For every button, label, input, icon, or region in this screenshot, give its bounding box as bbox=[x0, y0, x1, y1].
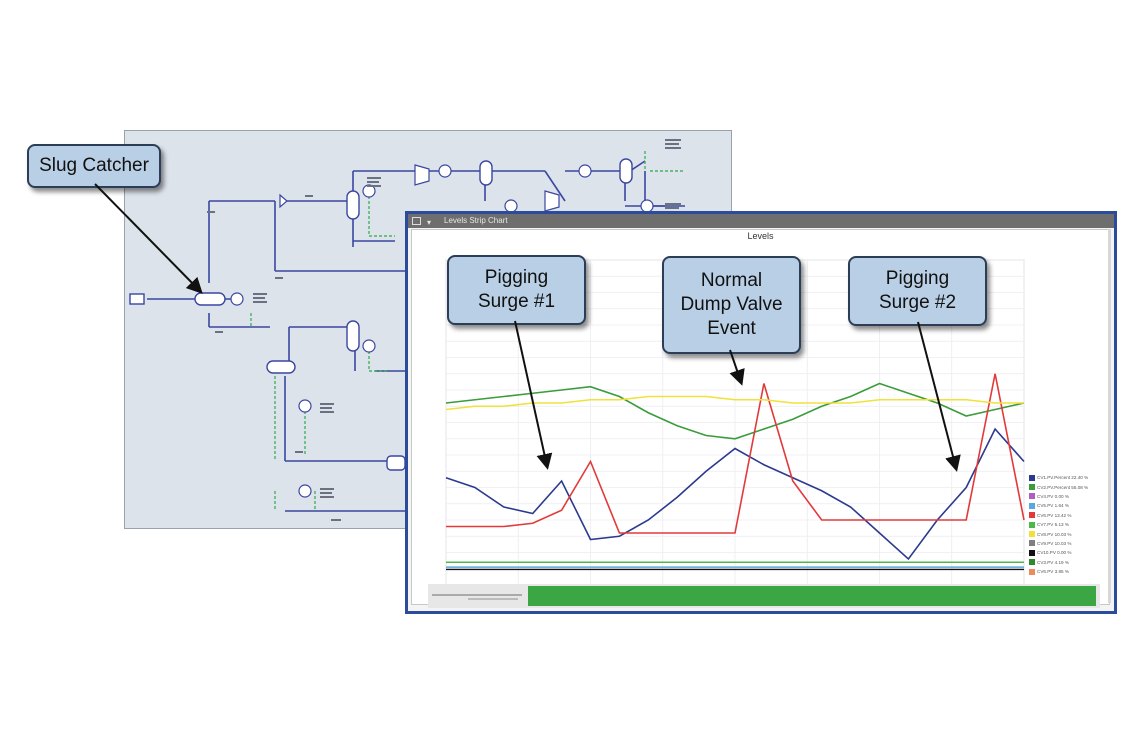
legend-swatch bbox=[1029, 512, 1035, 519]
legend-label: CV6.PV 3.85 % bbox=[1037, 569, 1069, 575]
legend-entry: CV4.PV 0.00 % bbox=[1029, 492, 1109, 501]
legend-label: CV8.PV 10.03 % bbox=[1037, 531, 1072, 537]
window-title: Levels Strip Chart bbox=[444, 216, 508, 225]
legend-label: CV10.PV 0.00 % bbox=[1037, 550, 1072, 556]
vertical-scrollbar[interactable] bbox=[1108, 229, 1111, 603]
window-titlebar[interactable]: ▾ Levels Strip Chart bbox=[408, 214, 1114, 228]
legend-entry: CV2.PV.Percent 55.08 % bbox=[1029, 482, 1109, 491]
legend-label: CV3.PV 4.19 % bbox=[1037, 559, 1069, 565]
legend-entry: CV6.PV 13.42 % bbox=[1029, 511, 1109, 520]
normal-dump-valve-callout: Normal Dump Valve Event bbox=[662, 256, 801, 354]
legend-entry: CV1.PV.Percent 22.40 % bbox=[1029, 473, 1109, 482]
chart-title: Levels bbox=[747, 231, 774, 241]
legend-label: CV5.PV 1.64 % bbox=[1037, 503, 1069, 509]
legend-entry: CV7.PV 5.13 % bbox=[1029, 520, 1109, 529]
pigging-surge-2-callout: Pigging Surge #2 bbox=[848, 256, 987, 326]
overview-trace bbox=[468, 598, 518, 600]
time-scrollbar[interactable] bbox=[428, 584, 1100, 608]
overview-trace bbox=[432, 594, 522, 596]
pigging-surge-1-callout: Pigging Surge #1 bbox=[447, 255, 586, 325]
legend-label: CV1.PV.Percent 22.40 % bbox=[1037, 475, 1089, 481]
legend-label: CV6.PV 13.42 % bbox=[1037, 512, 1072, 518]
legend-label: CV7.PV 5.13 % bbox=[1037, 522, 1069, 528]
legend-swatch bbox=[1029, 493, 1035, 500]
legend-swatch bbox=[1029, 540, 1035, 547]
legend-label: CV4.PV 0.00 % bbox=[1037, 493, 1069, 499]
legend-entry: CV6.PV 3.85 % bbox=[1029, 567, 1109, 576]
dropdown-arrow-icon[interactable]: ▾ bbox=[427, 218, 432, 227]
legend-label: CV2.PV.Percent 55.08 % bbox=[1037, 484, 1089, 490]
window-icon bbox=[412, 217, 421, 225]
pfd-drawing bbox=[129, 139, 685, 521]
legend-entry: CV10.PV 0.00 % bbox=[1029, 548, 1109, 557]
legend-swatch bbox=[1029, 521, 1035, 528]
legend-swatch bbox=[1029, 502, 1035, 509]
legend-swatch bbox=[1029, 484, 1035, 491]
legend-swatch bbox=[1029, 474, 1035, 481]
legend-label: CV9.PV 10.03 % bbox=[1037, 540, 1072, 546]
legend-entry: CV8.PV 10.03 % bbox=[1029, 529, 1109, 538]
legend-swatch bbox=[1029, 559, 1035, 566]
legend-swatch bbox=[1029, 549, 1035, 556]
legend-entry: CV3.PV 4.19 % bbox=[1029, 558, 1109, 567]
legend-entry: CV5.PV 1.64 % bbox=[1029, 501, 1109, 510]
legend-swatch bbox=[1029, 568, 1035, 575]
slug-catcher-callout: Slug Catcher bbox=[27, 144, 161, 188]
legend-swatch bbox=[1029, 531, 1035, 538]
chart-legend: CV1.PV.Percent 22.40 % CV2.PV.Percent 55.… bbox=[1029, 473, 1109, 576]
legend-entry: CV9.PV 10.03 % bbox=[1029, 539, 1109, 548]
scroll-thumb[interactable] bbox=[528, 586, 1096, 606]
series-line bbox=[445, 427, 1025, 561]
series-line bbox=[446, 373, 1025, 534]
